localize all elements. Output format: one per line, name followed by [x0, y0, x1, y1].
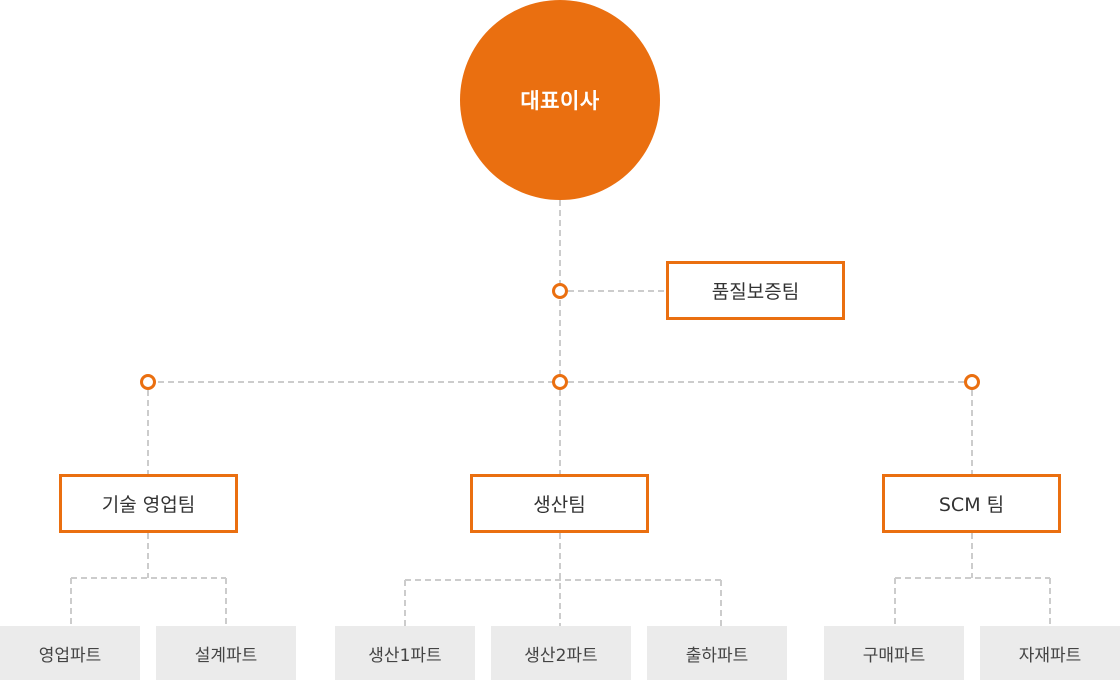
part-box-production-1: 생산1파트	[335, 626, 475, 680]
production-node-dot	[552, 374, 568, 390]
team-box-scm: SCM 팀	[882, 474, 1061, 533]
part-box-scm-1: 구매파트	[824, 626, 964, 680]
quality-team-box: 품질보증팀	[666, 261, 845, 320]
part-box-sales-1: 영업파트	[0, 626, 140, 680]
part-box-scm-2: 자재파트	[980, 626, 1120, 680]
scm-node-dot	[964, 374, 980, 390]
ceo-node: 대표이사	[460, 0, 660, 200]
part-box-production-3: 출하파트	[647, 626, 787, 680]
team-box-sales: 기술 영업팀	[59, 474, 238, 533]
part-box-sales-2: 설계파트	[156, 626, 296, 680]
quality-node-dot	[552, 283, 568, 299]
team-box-production: 생산팀	[470, 474, 649, 533]
sales-node-dot	[140, 374, 156, 390]
part-box-production-2: 생산2파트	[491, 626, 631, 680]
